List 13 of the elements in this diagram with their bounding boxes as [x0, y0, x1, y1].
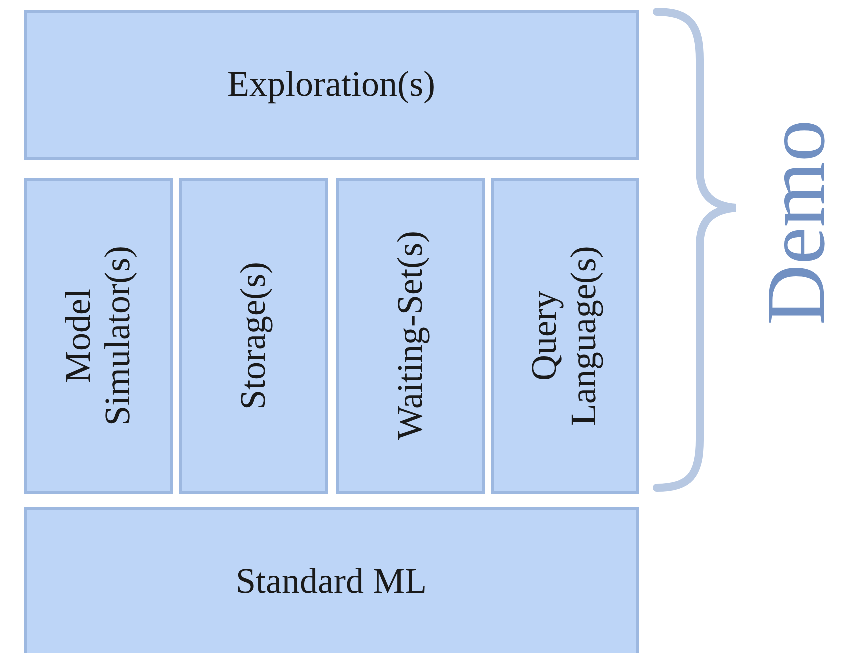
layer-box: [179, 178, 328, 494]
layer-box: [491, 178, 639, 494]
layer-label: Standard ML: [236, 562, 427, 602]
layer-box: [24, 10, 639, 160]
layer-label: Storage(s): [234, 262, 274, 410]
bracket-label: Demo: [755, 120, 839, 326]
layer-box: [24, 178, 173, 494]
layer-label: Exploration(s): [228, 65, 436, 105]
layer-label: Query Language(s): [525, 245, 605, 428]
layer-box: [336, 178, 485, 494]
layer-label: Model Simulator(s): [58, 245, 138, 428]
layer-box: [24, 507, 639, 653]
layer-label: Waiting-Set(s): [390, 231, 430, 441]
